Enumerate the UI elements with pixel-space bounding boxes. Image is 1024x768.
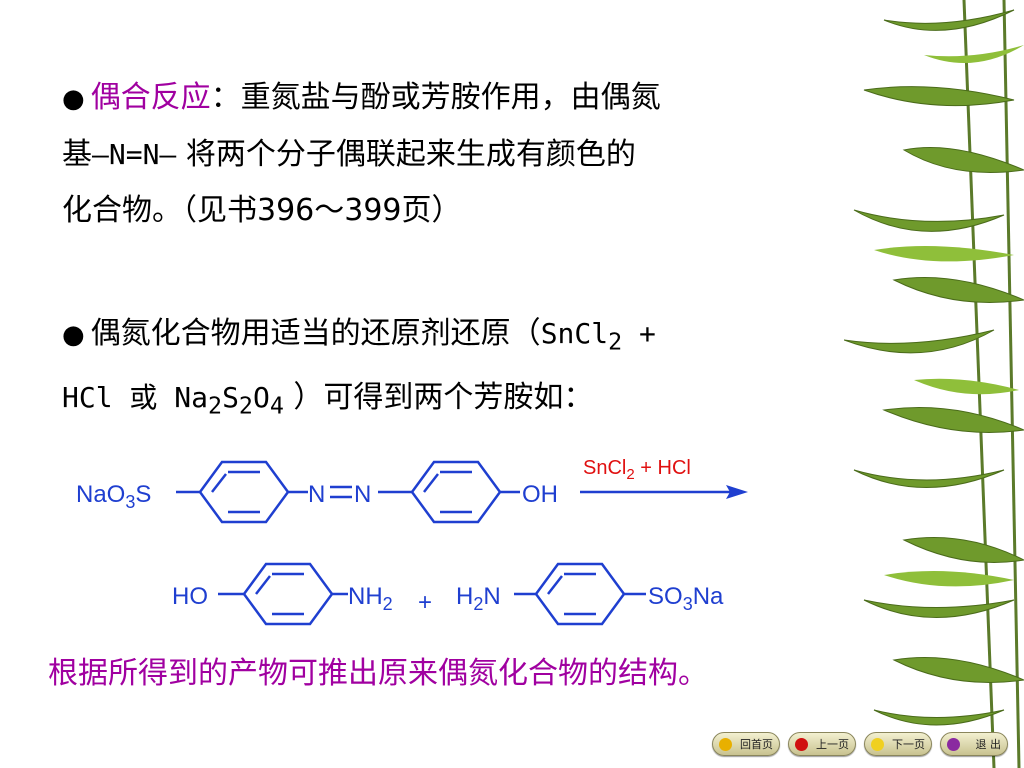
- reaction-scheme: NaO3S N N OH SnCl2 + HCl HO NH2 + H2N SO…: [76, 457, 748, 626]
- arrow-head-icon: [726, 485, 748, 499]
- exit-button-label: 退 出: [975, 738, 1002, 751]
- nav-bar: 回首页 上一页 下一页 退 出: [712, 732, 1012, 758]
- bamboo-decoration: [844, 0, 1024, 768]
- reagent-sncl2: SnCl2 +: [540, 317, 656, 356]
- lemon-icon: [871, 738, 884, 751]
- next-page-button[interactable]: 下一页: [864, 732, 932, 756]
- grape-icon: [947, 738, 960, 751]
- bullet-paragraph-reduction: ●偶氮化合物用适当的还原剂还原（SnCl2 + HCl 或 Na2S2O4 ）可…: [62, 306, 862, 433]
- reagent-hcl-na2s2o4: HCl 或 Na2S2O4: [62, 380, 284, 420]
- product-nh2: NH2: [348, 583, 393, 614]
- paragraph-text: 基: [62, 137, 92, 172]
- apple-icon: [795, 738, 808, 751]
- product-ho: HO: [172, 583, 208, 610]
- paragraph-text: 将两个分子偶联起来生成有颜色的: [176, 137, 636, 172]
- reactant: [176, 460, 520, 524]
- home-button[interactable]: 回首页: [712, 732, 780, 756]
- azo-n2: N: [354, 481, 371, 508]
- plus-sign: +: [418, 589, 432, 616]
- product-so3na: SO3Na: [648, 583, 724, 614]
- product-h2n: H2N: [456, 583, 501, 614]
- term-coupling-reaction: 偶合反应: [90, 80, 211, 115]
- conclusion-text: 根据所得到的产物可推出原来偶氮化合物的结构。: [48, 656, 708, 691]
- exit-button[interactable]: 退 出: [940, 732, 1008, 756]
- azo-n1: N: [308, 481, 325, 508]
- azo-group: —N=N—: [92, 138, 177, 171]
- home-button-label: 回首页: [740, 738, 773, 751]
- paragraph-text: ：重氮盐与酚或芳胺作用，由偶氮: [210, 80, 661, 115]
- paragraph-text: ）可得到两个芳胺如：: [283, 379, 594, 415]
- prev-button-label: 上一页: [816, 738, 849, 751]
- bullet-paragraph-coupling: ●偶合反应：重氮盐与酚或芳胺作用，由偶氮 基—N=N— 将两个分子偶联起来生成有…: [62, 70, 862, 239]
- products: [218, 562, 646, 626]
- hydroxyl-oh: OH: [522, 481, 558, 508]
- next-button-label: 下一页: [892, 738, 925, 751]
- bullet-icon: ●: [62, 320, 85, 350]
- reagent-label: SnCl2 + HCl: [583, 457, 691, 483]
- paragraph-text: 偶氮化合物用适当的还原剂还原（: [90, 316, 541, 351]
- prev-page-button[interactable]: 上一页: [788, 732, 856, 756]
- paragraph-text: 化合物。（见书396～399页）: [62, 193, 462, 228]
- bullet-icon: ●: [62, 84, 85, 114]
- apple-icon: [719, 738, 732, 751]
- reactant-naso3s: NaO3S: [76, 481, 151, 512]
